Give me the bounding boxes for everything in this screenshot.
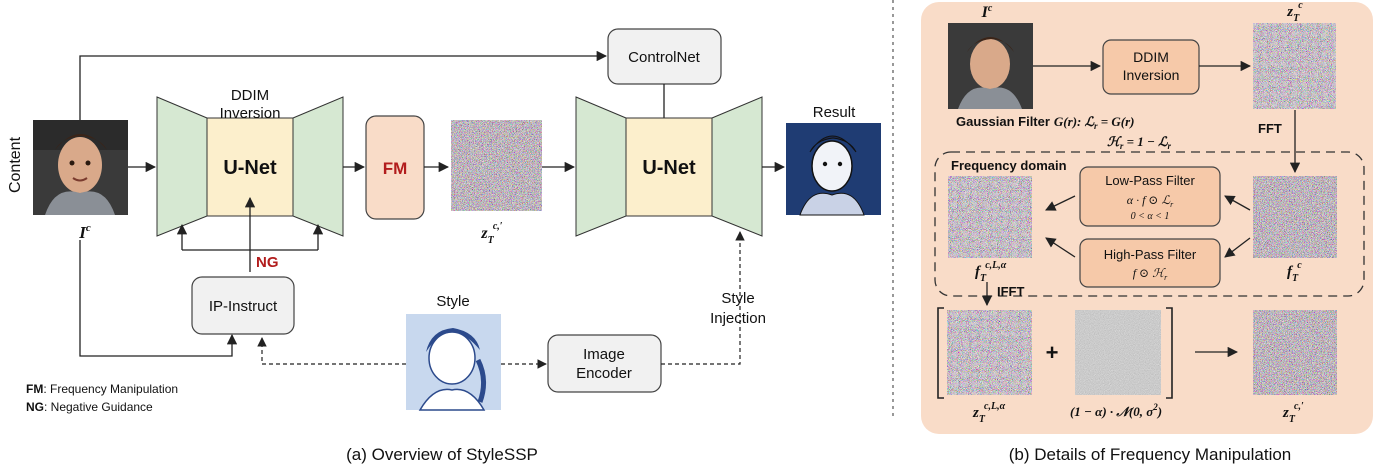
fc-to-lowpass-arrow <box>1224 195 1251 211</box>
noise-eq: (1 − α) · 𝒩(0, σ2) <box>1070 402 1162 419</box>
style-injection-arrow <box>661 231 745 365</box>
content-to-ipinstruct-arrow <box>79 240 238 357</box>
unet-1-label: U-Net <box>223 157 277 179</box>
zout-symbol: zTc,′ <box>1282 401 1304 425</box>
lowpass-eq: α · f ⊙ ℒr <box>1127 193 1174 209</box>
gauss-line2: ℋr = 1 − ℒr <box>1107 134 1172 151</box>
content-label: Content <box>7 136 24 193</box>
gaussian-noise-image <box>1075 310 1161 395</box>
legend-fm: FM: Frequency Manipulation <box>26 382 178 396</box>
style-to-ipinstruct-arrow <box>257 337 406 365</box>
controlnet-label: ControlNet <box>628 49 701 66</box>
plus-sign: + <box>1046 340 1059 365</box>
ipinstruct-box <box>191 276 295 335</box>
lowpass-to-fL-arrow <box>1045 195 1076 211</box>
image-encoder-line2: Encoder <box>576 365 632 382</box>
frequency-domain-box <box>934 151 1365 297</box>
content-symbol: Ic <box>78 222 91 242</box>
unet-1 <box>156 96 344 237</box>
overview-panel: Content Ic DDIM Inversion U-Net <box>7 28 881 464</box>
lowpass-box <box>1079 166 1221 227</box>
fm-label: FM <box>383 159 408 178</box>
fft-label: FFT <box>1258 121 1282 136</box>
ddim-line1: DDIM <box>1133 49 1169 65</box>
ic-symbol: Ic <box>981 3 993 21</box>
style-injection-line2: Injection <box>710 310 766 327</box>
zL-image <box>947 310 1032 395</box>
image-encoder-box <box>547 334 662 393</box>
ddim-line2: Inversion <box>1123 67 1180 83</box>
fc-to-highpass-arrow <box>1224 237 1251 258</box>
unet-2 <box>575 96 763 237</box>
content-to-controlnet-arrow <box>79 50 608 120</box>
unet-1-ddim-line2: Inversion <box>220 105 281 122</box>
legend-ng: NG: Negative Guidance <box>26 400 153 414</box>
ipinstruct-label: IP-Instruct <box>209 298 278 315</box>
style-image <box>406 314 501 411</box>
fc-symbol: fTc <box>1287 260 1302 284</box>
ifft-label: IFFT <box>997 284 1024 299</box>
style-injection-line1: Style <box>721 290 754 307</box>
noise-symbol: zTc,′ <box>480 221 502 246</box>
fL-image <box>948 176 1032 258</box>
fL-symbol: fTc,L,α <box>975 260 1007 284</box>
frequency-domain-label: Frequency domain <box>951 158 1067 173</box>
result-label: Result <box>813 104 856 121</box>
ng-label: NG <box>256 254 279 271</box>
right-bracket <box>1166 307 1173 399</box>
highpass-box <box>1079 238 1221 288</box>
ddim-box <box>1102 39 1200 95</box>
highpass-eq: f ⊙ ℋr <box>1133 266 1168 282</box>
zL-symbol: zTc,L,α <box>972 401 1006 425</box>
left-bracket <box>937 307 944 399</box>
style-label: Style <box>436 293 469 310</box>
image-encoder-line1: Image <box>583 346 625 363</box>
fc-image <box>1253 176 1337 258</box>
caption-a: (a) Overview of StyleSSP <box>346 445 538 464</box>
highpass-label: High-Pass Filter <box>1104 247 1197 262</box>
output-image <box>1253 310 1337 395</box>
caption-b: (b) Details of Frequency Manipulation <box>1009 445 1292 464</box>
zt-symbol: zTc <box>1286 0 1303 24</box>
content-image <box>33 120 128 215</box>
unet-2-label: U-Net <box>642 157 696 179</box>
highpass-to-fL-arrow <box>1045 237 1076 258</box>
lowpass-cond: 0 < α < 1 <box>1131 211 1170 222</box>
ic-image <box>948 23 1033 109</box>
unet-1-ddim-line1: DDIM <box>231 87 269 104</box>
noise-image <box>451 120 542 211</box>
lowpass-label: Low-Pass Filter <box>1105 173 1195 188</box>
zt-image <box>1253 23 1336 109</box>
result-image <box>786 123 881 216</box>
